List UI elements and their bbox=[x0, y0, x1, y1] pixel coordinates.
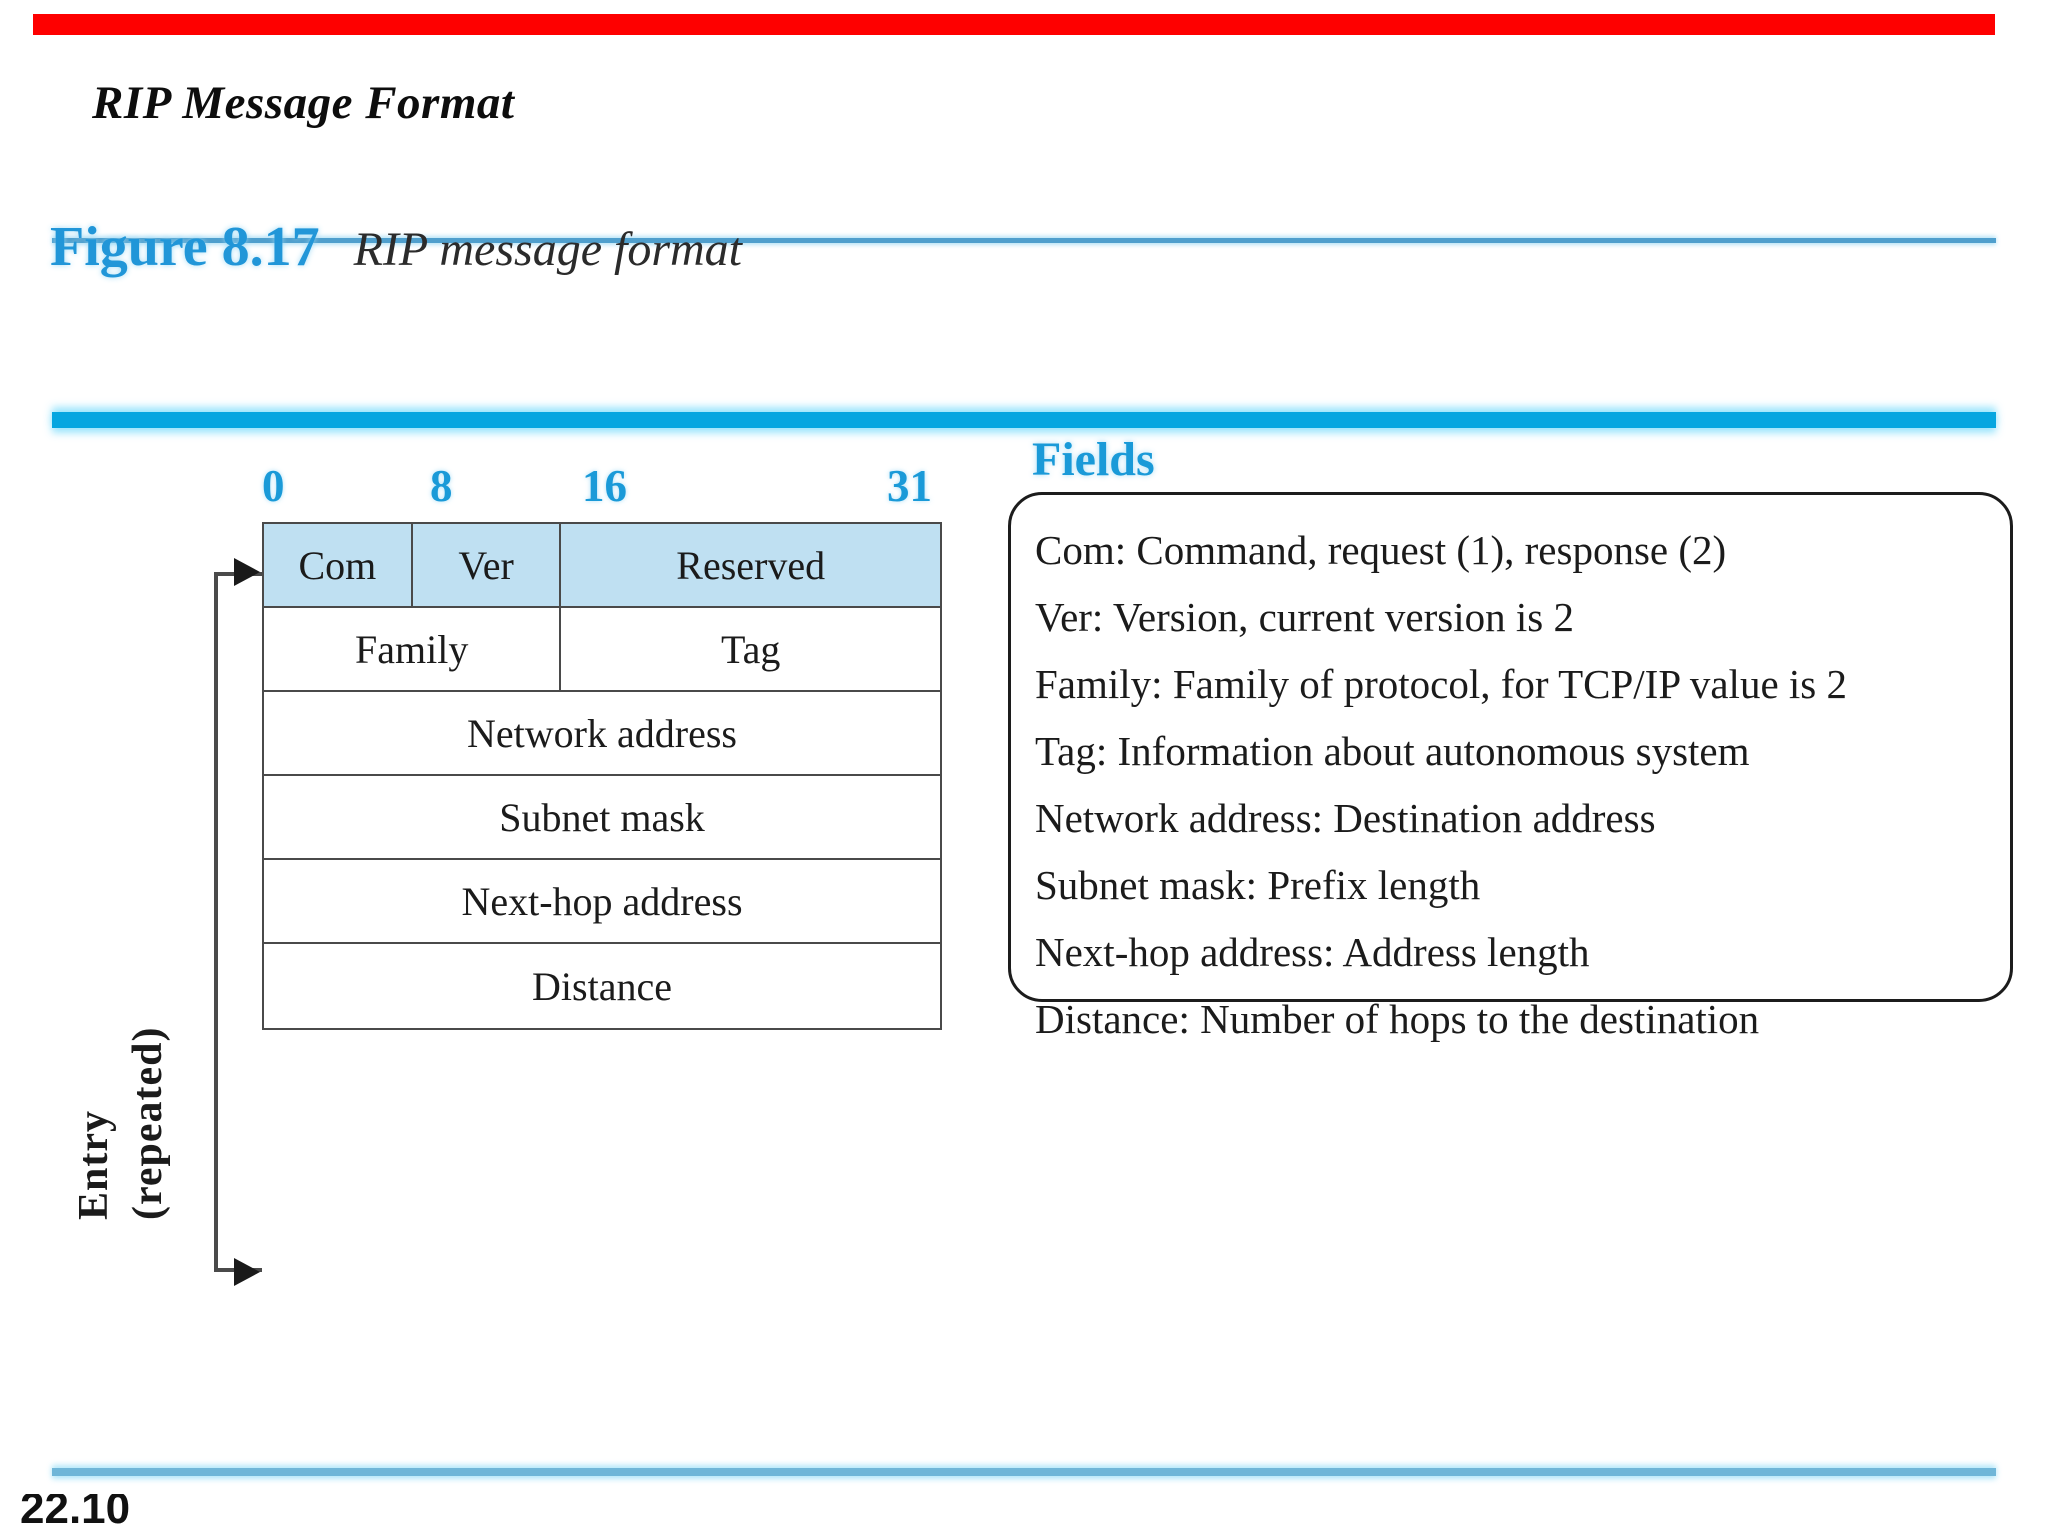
entry-repeat-bracket bbox=[214, 572, 262, 1272]
top-red-accent-bar bbox=[33, 14, 1995, 35]
bit-tick-8: 8 bbox=[430, 461, 453, 511]
table-row: Network address bbox=[264, 692, 940, 776]
cell-next-hop-address: Next-hop address bbox=[461, 878, 743, 924]
table-row: Distance bbox=[264, 944, 940, 1028]
arrow-right-icon bbox=[234, 1258, 260, 1286]
bit-tick-0: 0 bbox=[262, 461, 285, 511]
field-line-distance: Distance: Number of hops to the destinat… bbox=[1035, 996, 1760, 1042]
field-line-network-address: Network address: Destination address bbox=[1035, 795, 1656, 841]
cell-ver: Ver bbox=[413, 524, 562, 606]
field-line-family: Family: Family of protocol, for TCP/IP v… bbox=[1035, 661, 1847, 707]
field-line-subnet-mask: Subnet mask: Prefix length bbox=[1035, 862, 1481, 908]
fields-description-box: Com: Command, request (1), response (2) … bbox=[1008, 492, 2013, 1042]
field-line-com: Com: Command, request (1), response (2) bbox=[1035, 527, 1727, 573]
figure-area: 0 8 16 31 Entry (repeated) Com Ver Reser… bbox=[0, 430, 2048, 1360]
field-line-ver: Ver: Version, current version is 2 bbox=[1035, 594, 1574, 640]
divider-bottom-blue bbox=[52, 1468, 1996, 1476]
cell-tag: Tag bbox=[721, 626, 781, 672]
cell-subnet-mask: Subnet mask bbox=[499, 794, 705, 840]
cell-reserved: Reserved bbox=[676, 542, 826, 588]
bit-position-ruler: 0 8 16 31 bbox=[262, 460, 942, 516]
entry-repeated-label: Entry (repeated) bbox=[60, 610, 210, 1230]
cell-family: Family bbox=[264, 608, 562, 690]
fields-heading: Fields bbox=[1032, 433, 1155, 486]
table-row: Com Ver Reserved bbox=[264, 524, 940, 608]
divider-thick-blue bbox=[52, 412, 1996, 428]
rip-packet-table: Com Ver Reserved Family Tag Network addr… bbox=[262, 522, 949, 1037]
divider-thin-blue bbox=[52, 238, 1996, 243]
bit-tick-31: 31 bbox=[887, 461, 932, 511]
arrow-right-icon bbox=[234, 558, 260, 586]
cell-com: Com bbox=[264, 524, 413, 606]
figure-number: Figure 8.17 bbox=[50, 216, 320, 278]
cell-network-address: Network address bbox=[467, 710, 737, 756]
figure-title: RIP message format bbox=[353, 223, 743, 276]
figure-caption: Figure 8.17 RIP message format bbox=[50, 215, 742, 305]
bit-tick-16: 16 bbox=[582, 461, 627, 511]
cell-distance: Distance bbox=[532, 963, 672, 1009]
entry-label-line1: Entry bbox=[71, 1110, 117, 1220]
page-title: RIP Message Format bbox=[92, 77, 515, 129]
table-row: Family Tag bbox=[264, 608, 940, 692]
field-line-next-hop: Next-hop address: Address length bbox=[1035, 929, 1590, 975]
page-number: 22.10 bbox=[20, 1494, 131, 1533]
table-row: Subnet mask bbox=[264, 776, 940, 860]
table-row: Next-hop address bbox=[264, 860, 940, 944]
entry-label-line2: (repeated) bbox=[125, 1026, 171, 1220]
field-line-tag: Tag: Information about autonomous system bbox=[1035, 728, 1750, 774]
